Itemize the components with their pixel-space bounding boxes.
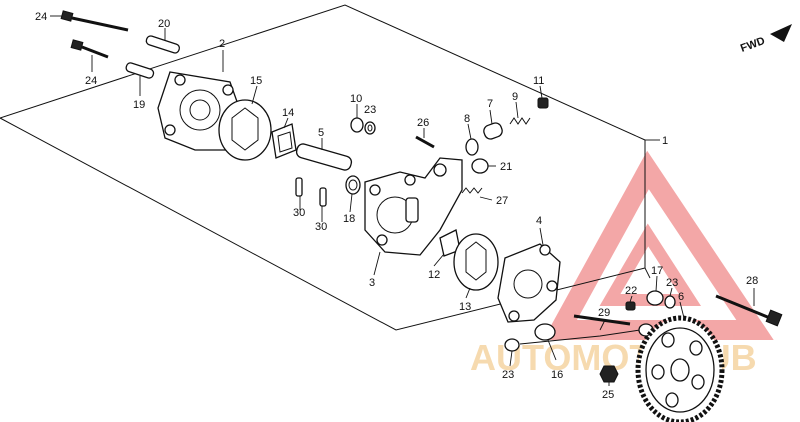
collar-21 <box>471 158 489 174</box>
leader-lines <box>50 15 755 386</box>
callout-1: 1 <box>662 135 668 147</box>
callout-29: 29 <box>598 307 610 319</box>
callout-18: 18 <box>343 213 355 225</box>
clip-26 <box>415 135 435 149</box>
callout-14: 14 <box>282 107 294 119</box>
outer-rotor-15 <box>218 99 272 161</box>
callout-23-right: 23 <box>666 277 678 289</box>
callout-23-lower: 23 <box>502 369 514 381</box>
inner-rotor-14 <box>271 123 297 159</box>
callout-10: 10 <box>350 93 362 105</box>
assembly-outline <box>0 4 660 331</box>
bolt-28 <box>715 294 783 327</box>
callout-7: 7 <box>487 98 493 110</box>
sealing-plug-11 <box>537 97 549 109</box>
pin-30-left <box>295 177 303 197</box>
callout-13: 13 <box>459 301 471 313</box>
callout-labels: 1 2 3 4 5 6 7 8 9 10 11 12 13 14 15 16 1… <box>35 11 758 401</box>
callout-4: 4 <box>536 215 542 227</box>
washer-23-lower <box>504 338 520 352</box>
callout-30-left: 30 <box>293 207 305 219</box>
callout-9: 9 <box>512 91 518 103</box>
pump-housing-4 <box>497 243 561 323</box>
fwd-label: FWD <box>739 35 767 55</box>
washer-23-upper <box>364 121 376 135</box>
callout-30-right: 30 <box>315 221 327 233</box>
outline-top <box>0 4 646 331</box>
washer-23-right <box>664 295 676 309</box>
callout-6: 6 <box>678 291 684 303</box>
relief-valve-plunger-7 <box>483 122 503 140</box>
driven-sprocket-6 <box>635 315 725 422</box>
pump-shaft-5 <box>295 143 353 171</box>
dowel-pin-20 <box>145 35 181 54</box>
fwd-arrow-icon <box>770 24 792 42</box>
nut-25 <box>599 365 619 383</box>
callout-20: 20 <box>158 18 170 30</box>
o-ring-18 <box>345 175 361 195</box>
pin-30-right <box>319 187 327 207</box>
callout-24-upper: 24 <box>35 11 47 23</box>
callout-2: 2 <box>219 38 225 50</box>
bolt-29 <box>573 314 631 326</box>
callout-24-lower: 24 <box>85 75 97 87</box>
callout-26: 26 <box>417 117 429 129</box>
callout-3: 3 <box>369 277 375 289</box>
callout-8: 8 <box>464 113 470 125</box>
collar-17 <box>646 290 664 306</box>
collar-22 <box>625 301 636 311</box>
outer-rotor-13 <box>453 233 499 291</box>
callout-5: 5 <box>318 127 324 139</box>
fwd-indicator: FWD <box>739 24 792 55</box>
callout-17: 17 <box>651 265 663 277</box>
callout-11: 11 <box>533 75 544 87</box>
bolt-24-lower <box>70 39 109 59</box>
relief-valve-spring-9 <box>509 117 531 125</box>
callout-22: 22 <box>625 285 637 297</box>
callout-25: 25 <box>602 389 614 401</box>
pump-body-3 <box>364 157 463 256</box>
callout-19: 19 <box>133 99 145 111</box>
outline-arrow <box>644 267 651 279</box>
callout-21: 21 <box>500 161 512 173</box>
callout-28: 28 <box>746 275 758 287</box>
callout-27: 27 <box>496 195 508 207</box>
bolt-24-upper <box>60 10 129 32</box>
spring-27 <box>461 187 483 194</box>
callout-16: 16 <box>551 369 563 381</box>
callout-15: 15 <box>250 75 262 87</box>
dowel-pin-19 <box>125 62 155 79</box>
callout-23-upper: 23 <box>364 104 376 116</box>
relief-valve-seat-8 <box>465 138 479 156</box>
collar-10 <box>350 117 364 133</box>
callout-12: 12 <box>428 269 440 281</box>
